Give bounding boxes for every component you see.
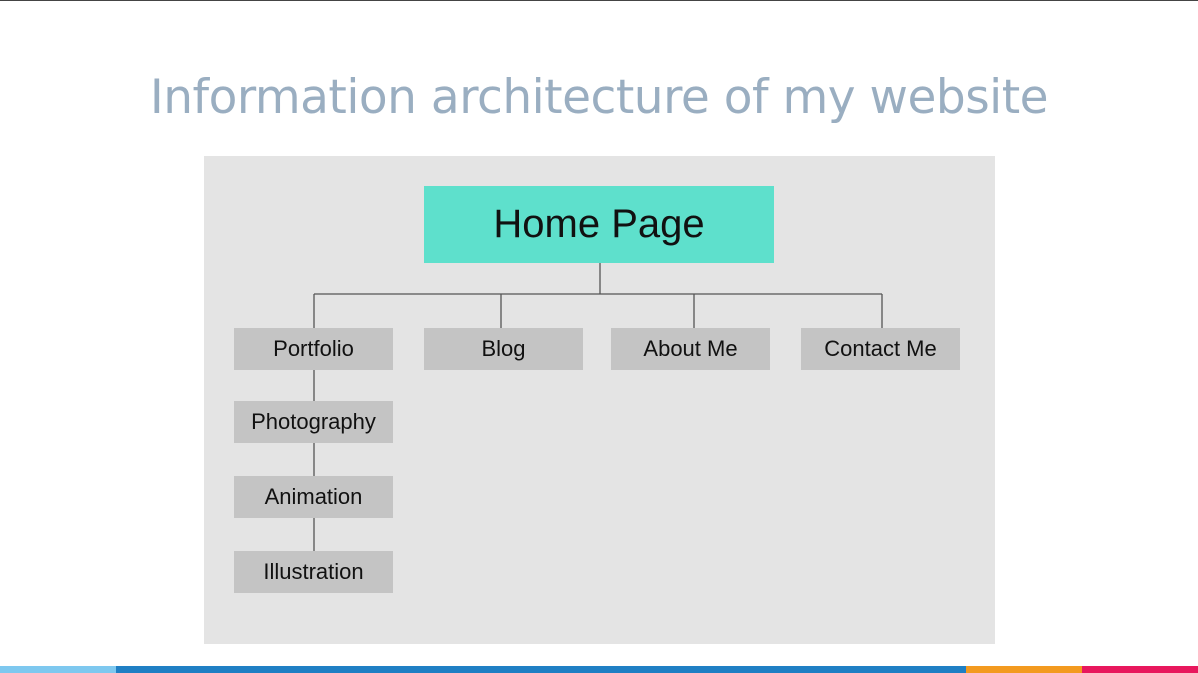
node-animation: Animation <box>234 476 393 518</box>
node-illustration: Illustration <box>234 551 393 593</box>
connector-lines <box>313 263 883 551</box>
node-portfolio-label: Portfolio <box>273 336 354 361</box>
node-about-me: About Me <box>611 328 770 370</box>
node-contact-me: Contact Me <box>801 328 960 370</box>
node-photography: Photography <box>234 401 393 443</box>
accent-bar-segment <box>966 666 1082 673</box>
node-about-me-label: About Me <box>643 336 738 361</box>
node-animation-label: Animation <box>264 484 363 509</box>
accent-bar-segment <box>116 666 966 673</box>
node-home-page: Home Page <box>424 186 774 263</box>
node-blog-label: Blog <box>481 336 526 361</box>
node-contact-me-label: Contact Me <box>824 336 937 361</box>
accent-bar <box>0 666 1198 673</box>
node-photography-label: Photography <box>251 409 376 434</box>
node-home-page-label: Home Page <box>493 202 705 246</box>
node-blog: Blog <box>424 328 583 370</box>
accent-bar-segment <box>1082 666 1198 673</box>
node-illustration-label: Illustration <box>263 559 364 584</box>
slide-title: Information architecture of my website <box>149 70 1049 125</box>
diagram-panel: Home Page Portfolio Blog About Me Contac… <box>204 156 995 644</box>
accent-bar-segment <box>0 666 116 673</box>
node-portfolio: Portfolio <box>234 328 393 370</box>
